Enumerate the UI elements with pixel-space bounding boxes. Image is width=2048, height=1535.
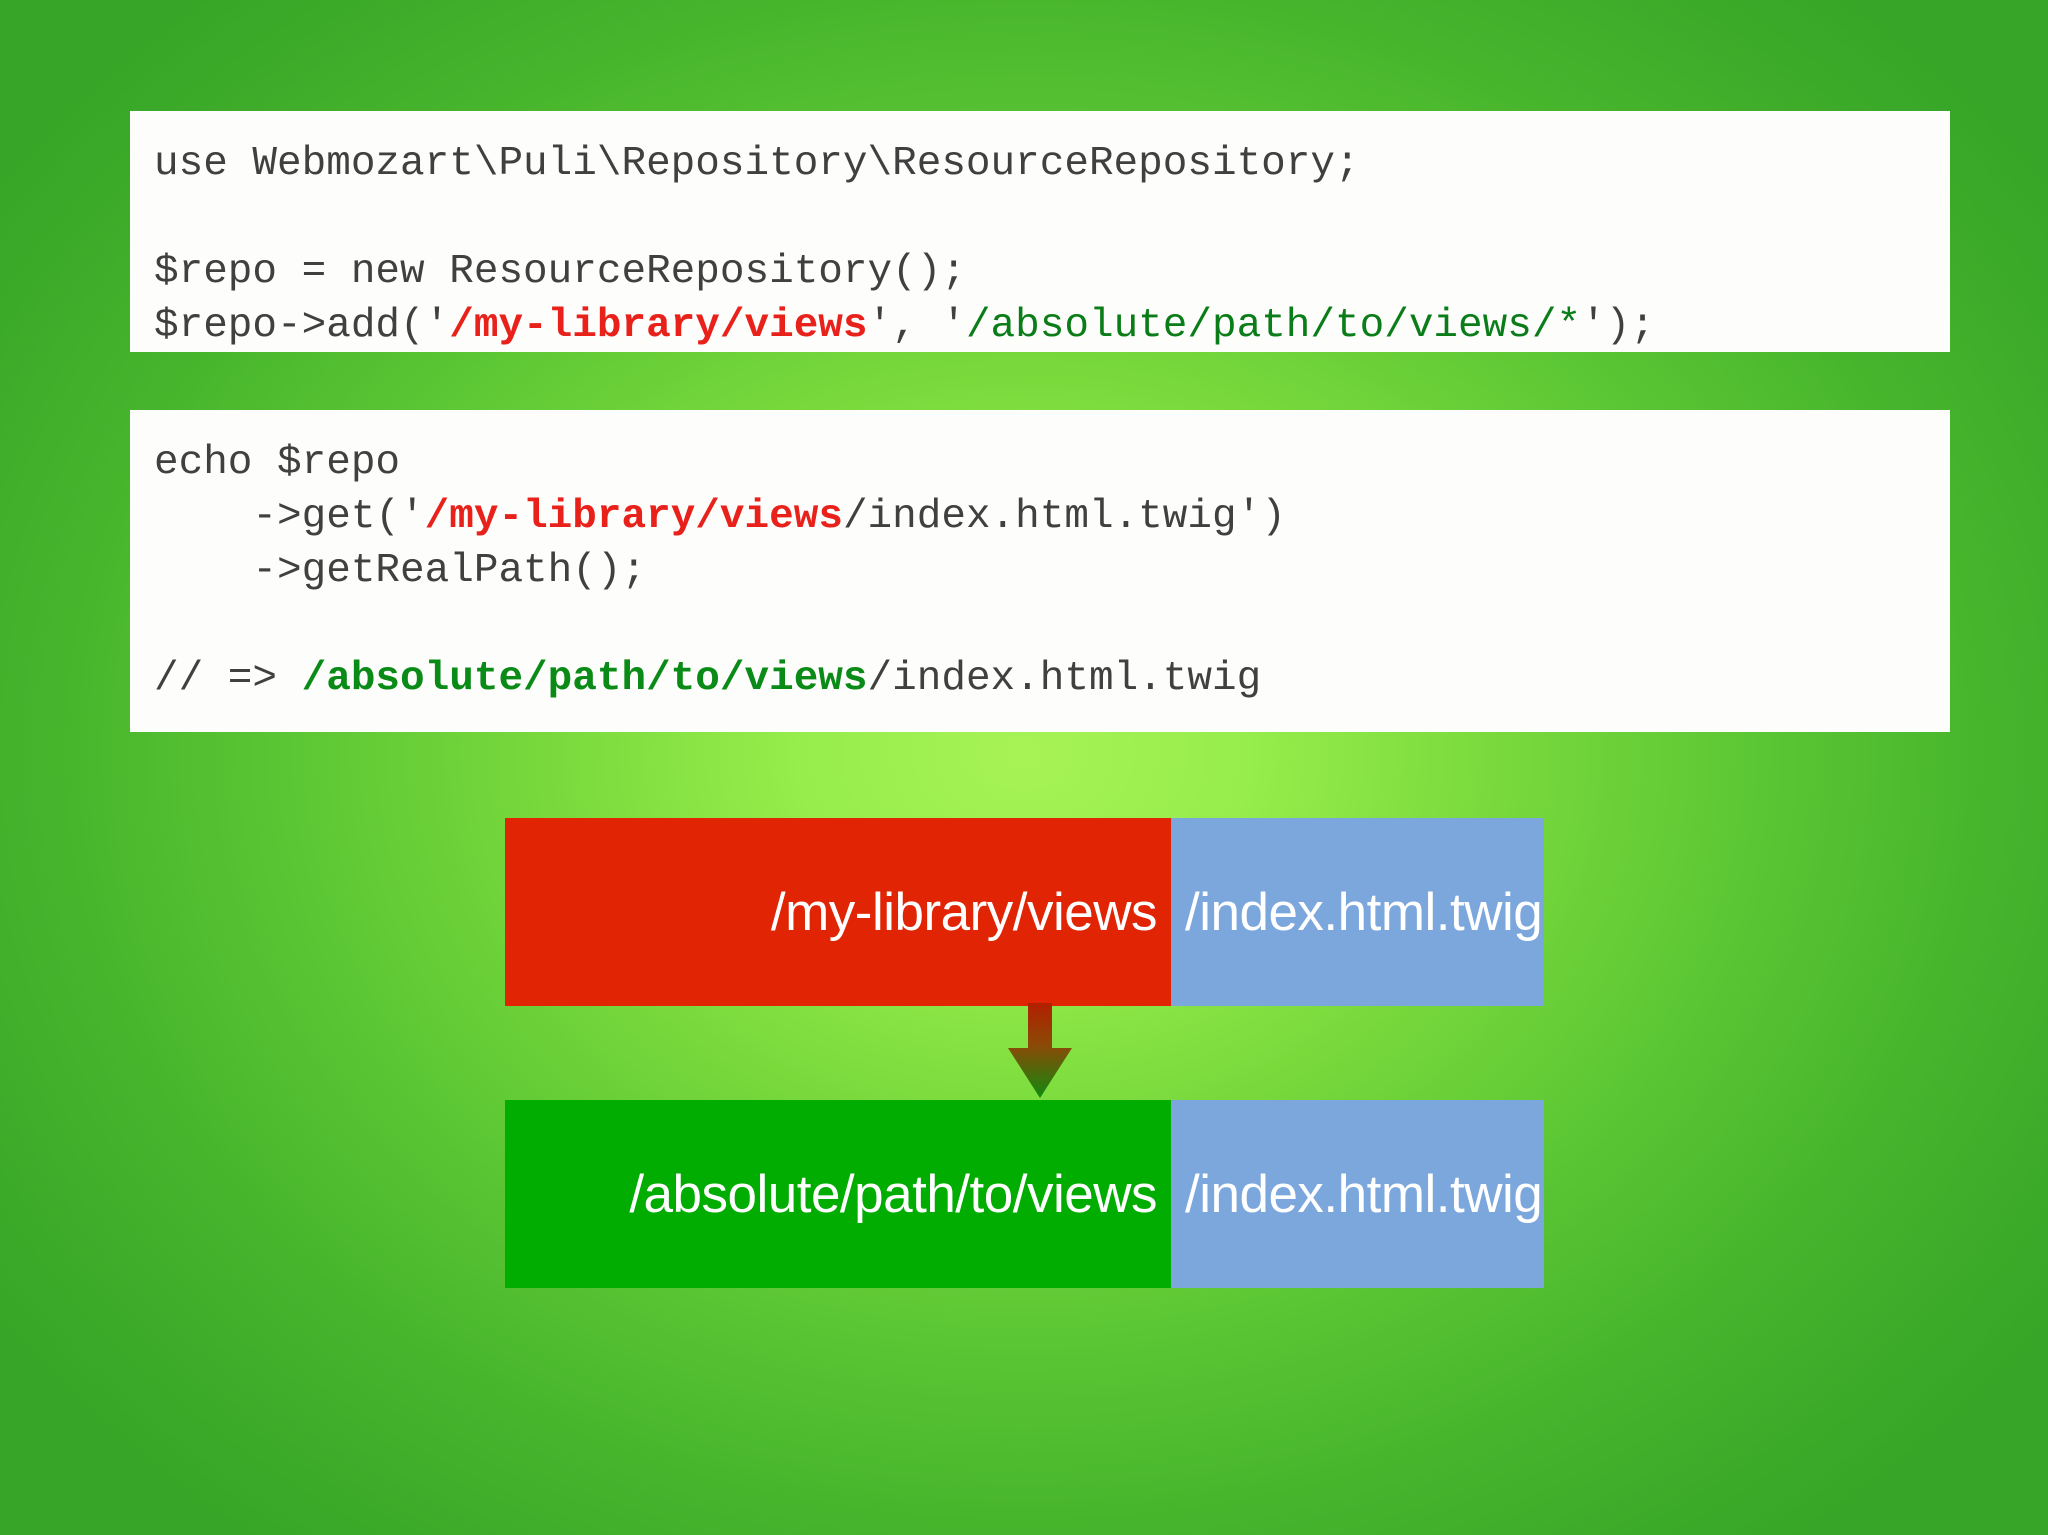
code-token-plain: /index.html.twig — [867, 656, 1262, 702]
code-token-plain: echo $repo — [154, 440, 401, 486]
diagram-source-prefix-label: /my-library/views — [770, 882, 1158, 942]
code-line: $repo->add('/my-library/views', '/absolu… — [154, 299, 1926, 353]
code-block-repository-get: echo $repo ->get('/my-library/views/inde… — [130, 410, 1950, 732]
code-token-plain: use Webmozart\Puli\Repository\ResourceRe… — [154, 141, 1360, 187]
code-token-plain: '); — [1581, 303, 1655, 349]
diagram-target-suffix-label: /index.html.twig — [1185, 1164, 1543, 1224]
code-token-red: /my-library/views — [424, 494, 843, 540]
code-block-repository-setup: use Webmozart\Puli\Repository\ResourceRe… — [130, 111, 1950, 352]
diagram-target-prefix-box: /absolute/path/to/views — [505, 1100, 1171, 1288]
code-token-plain: /index.html.twig') — [842, 494, 1286, 540]
code-token-plain: $repo = new ResourceRepository(); — [154, 249, 966, 295]
diagram-target-suffix-box: /index.html.twig — [1171, 1100, 1544, 1288]
code-token-plain: $repo->add(' — [154, 303, 450, 349]
code-token-red: /my-library/views — [449, 303, 868, 349]
diagram-source-prefix-box: /my-library/views — [505, 818, 1171, 1006]
code-line: echo $repo — [154, 436, 1926, 490]
code-token-green: /absolute/path/to/views/* — [965, 303, 1582, 349]
code-line: use Webmozart\Puli\Repository\ResourceRe… — [154, 137, 1926, 191]
code-token-plain: // => — [154, 656, 302, 702]
code-token-plain: ->get(' — [154, 494, 425, 540]
code-line: ->getRealPath(); — [154, 544, 1926, 598]
diagram-source-suffix-box: /index.html.twig — [1171, 818, 1544, 1006]
code-line — [154, 191, 1926, 245]
code-token-plain: ->getRealPath(); — [154, 548, 647, 594]
code-line: ->get('/my-library/views/index.html.twig… — [154, 490, 1926, 544]
diagram-source-suffix-label: /index.html.twig — [1185, 882, 1543, 942]
code-line: $repo = new ResourceRepository(); — [154, 245, 1926, 299]
code-token-green-bold: /absolute/path/to/views — [301, 656, 868, 702]
code-token-plain: ', ' — [867, 303, 966, 349]
code-line — [154, 598, 1926, 652]
down-arrow-icon — [1008, 1003, 1072, 1098]
diagram-target-prefix-label: /absolute/path/to/views — [629, 1164, 1157, 1224]
code-line: // => /absolute/path/to/views/index.html… — [154, 652, 1926, 706]
